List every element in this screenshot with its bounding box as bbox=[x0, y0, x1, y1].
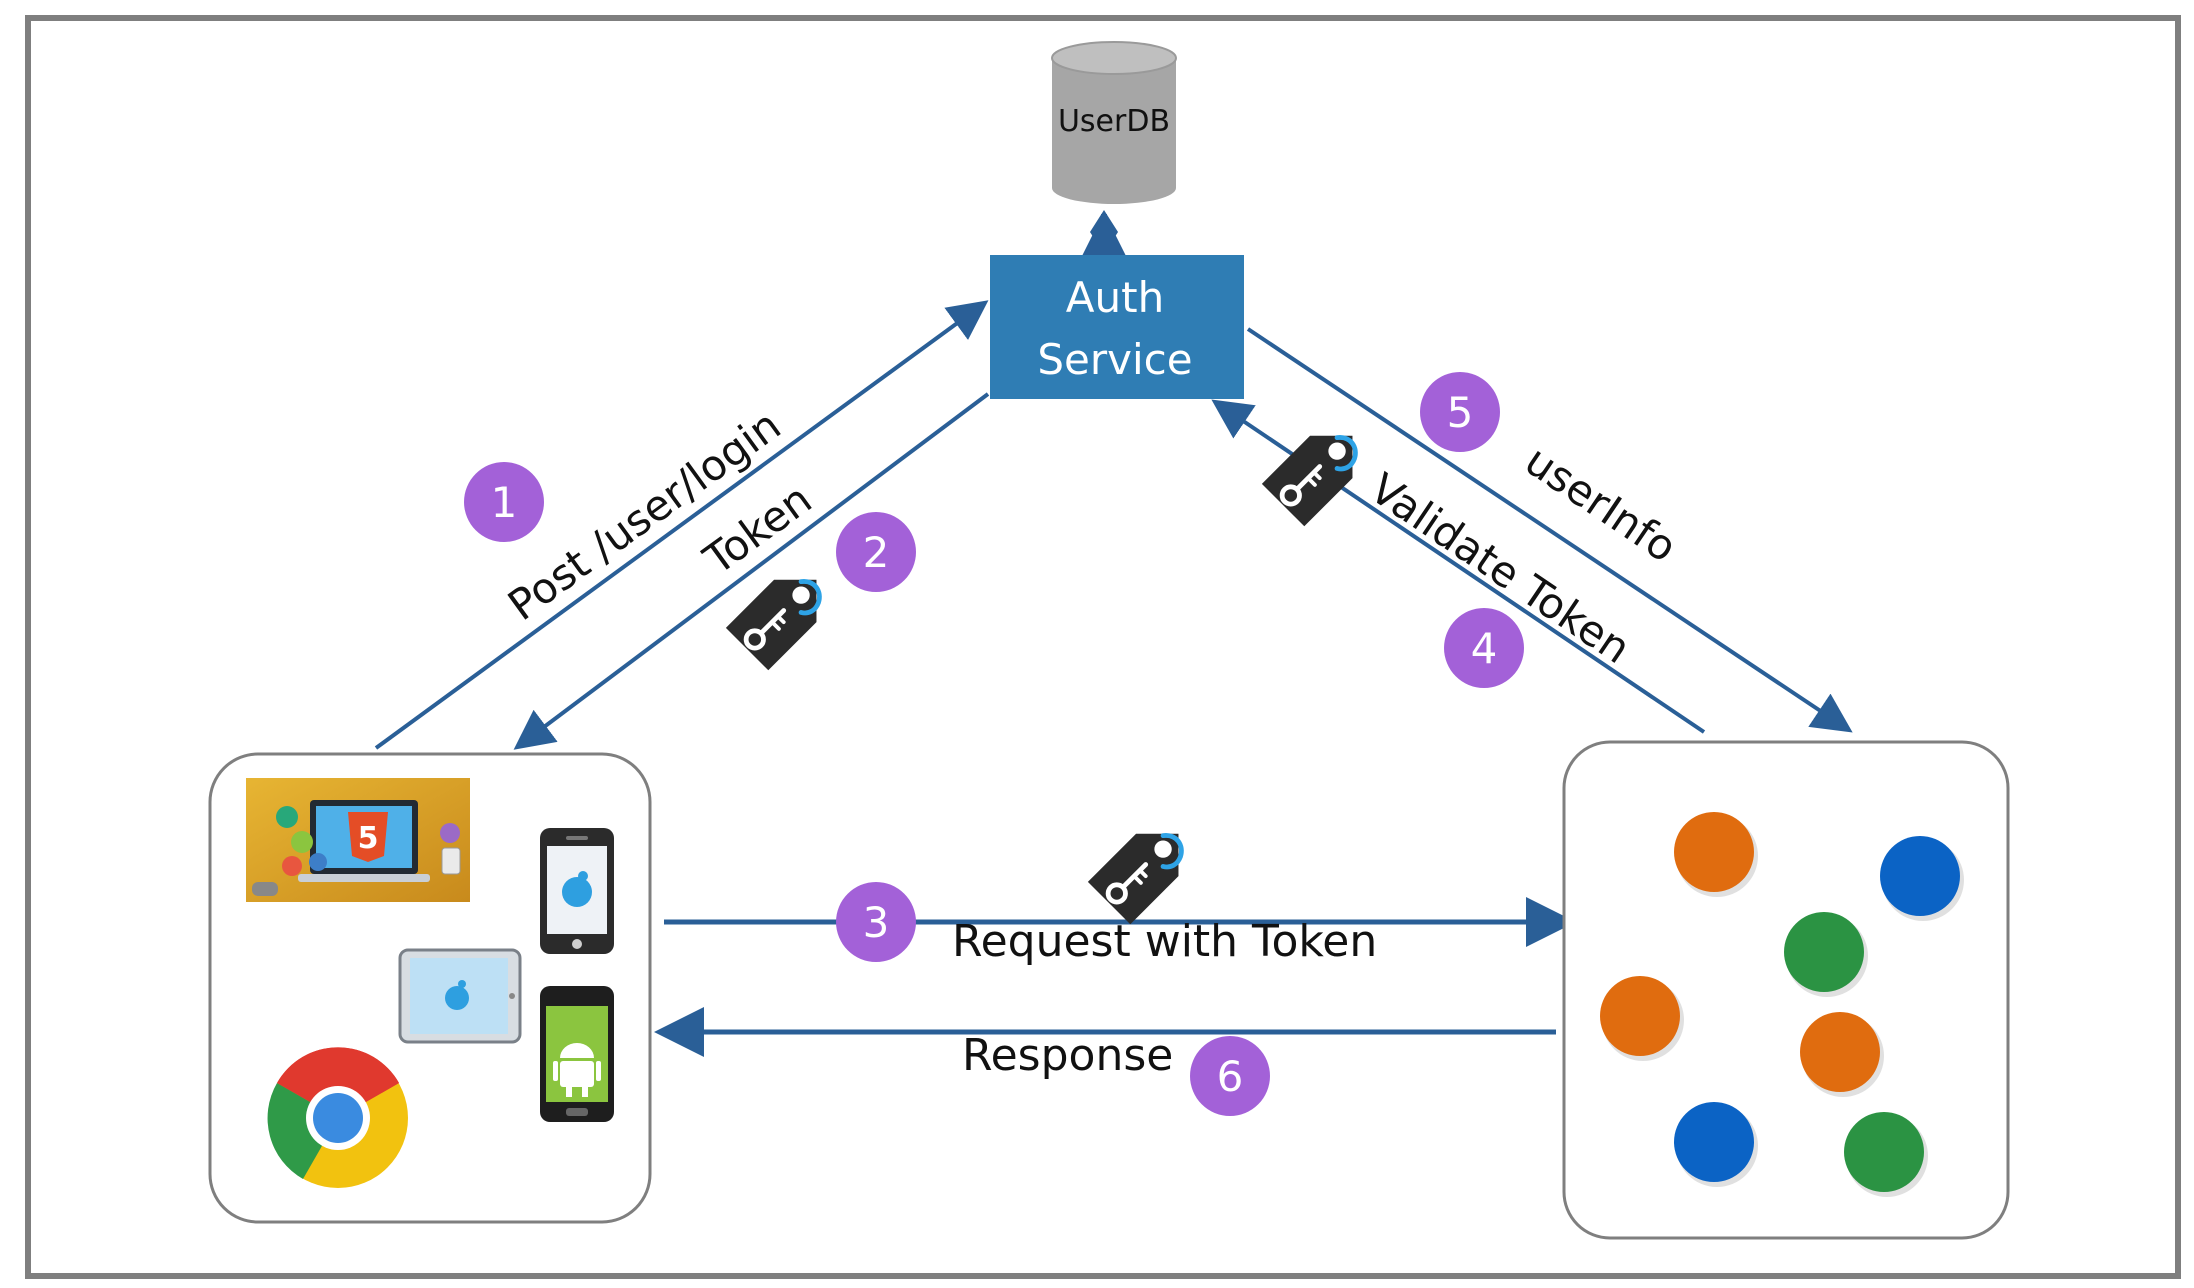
arrow-userinfo bbox=[1246, 327, 1853, 733]
step-1-number: 1 bbox=[491, 478, 518, 527]
userdb-label: UserDB bbox=[1058, 104, 1170, 139]
step-4-number: 4 bbox=[1471, 624, 1498, 673]
step-4-badge: 4 bbox=[1444, 608, 1524, 688]
step-6-label: Response bbox=[962, 1030, 1173, 1081]
service-node-green bbox=[1844, 1112, 1924, 1192]
key-tag-icon-request bbox=[1088, 834, 1182, 925]
html5-devices-icon: 5 bbox=[246, 778, 470, 902]
step-6-badge: 6 bbox=[1190, 1036, 1270, 1116]
step-3-label: Request with Token bbox=[952, 916, 1377, 967]
service-nodes bbox=[1600, 812, 1964, 1197]
arrow-token bbox=[513, 392, 990, 750]
service-node-blue bbox=[1674, 1102, 1754, 1182]
service-node-orange bbox=[1600, 976, 1680, 1056]
service-node-orange bbox=[1800, 1012, 1880, 1092]
auth-service-label-1: Auth bbox=[1066, 273, 1164, 322]
step-5-label: userInfo bbox=[1516, 436, 1685, 572]
step-5-number: 5 bbox=[1447, 388, 1474, 437]
auth-service-box: Auth Service bbox=[990, 255, 1244, 399]
ipad-apple-icon bbox=[398, 948, 522, 1044]
service-node-blue bbox=[1880, 836, 1960, 916]
step-3-badge: 3 bbox=[836, 882, 916, 962]
key-tag-icon-token bbox=[726, 580, 820, 671]
android-phone-icon bbox=[540, 986, 614, 1122]
arrow-login bbox=[374, 300, 989, 750]
outer-frame bbox=[25, 15, 2181, 1279]
step-5-badge: 5 bbox=[1420, 372, 1500, 452]
iphone-apple-icon bbox=[540, 828, 614, 954]
step-6-number: 6 bbox=[1217, 1052, 1244, 1101]
auth-service-label-2: Service bbox=[1037, 335, 1192, 384]
step-3-number: 3 bbox=[863, 898, 890, 947]
chrome-icon bbox=[267, 1047, 408, 1188]
userdb-cylinder: UserDB bbox=[1051, 41, 1177, 204]
key-tag-icon-validate bbox=[1262, 436, 1356, 527]
service-node-orange bbox=[1674, 812, 1754, 892]
service-node-green bbox=[1784, 912, 1864, 992]
html5-badge-number: 5 bbox=[358, 821, 379, 856]
step-2-number: 2 bbox=[863, 528, 890, 577]
step-2-badge: 2 bbox=[836, 512, 916, 592]
step-1-badge: 1 bbox=[464, 462, 544, 542]
